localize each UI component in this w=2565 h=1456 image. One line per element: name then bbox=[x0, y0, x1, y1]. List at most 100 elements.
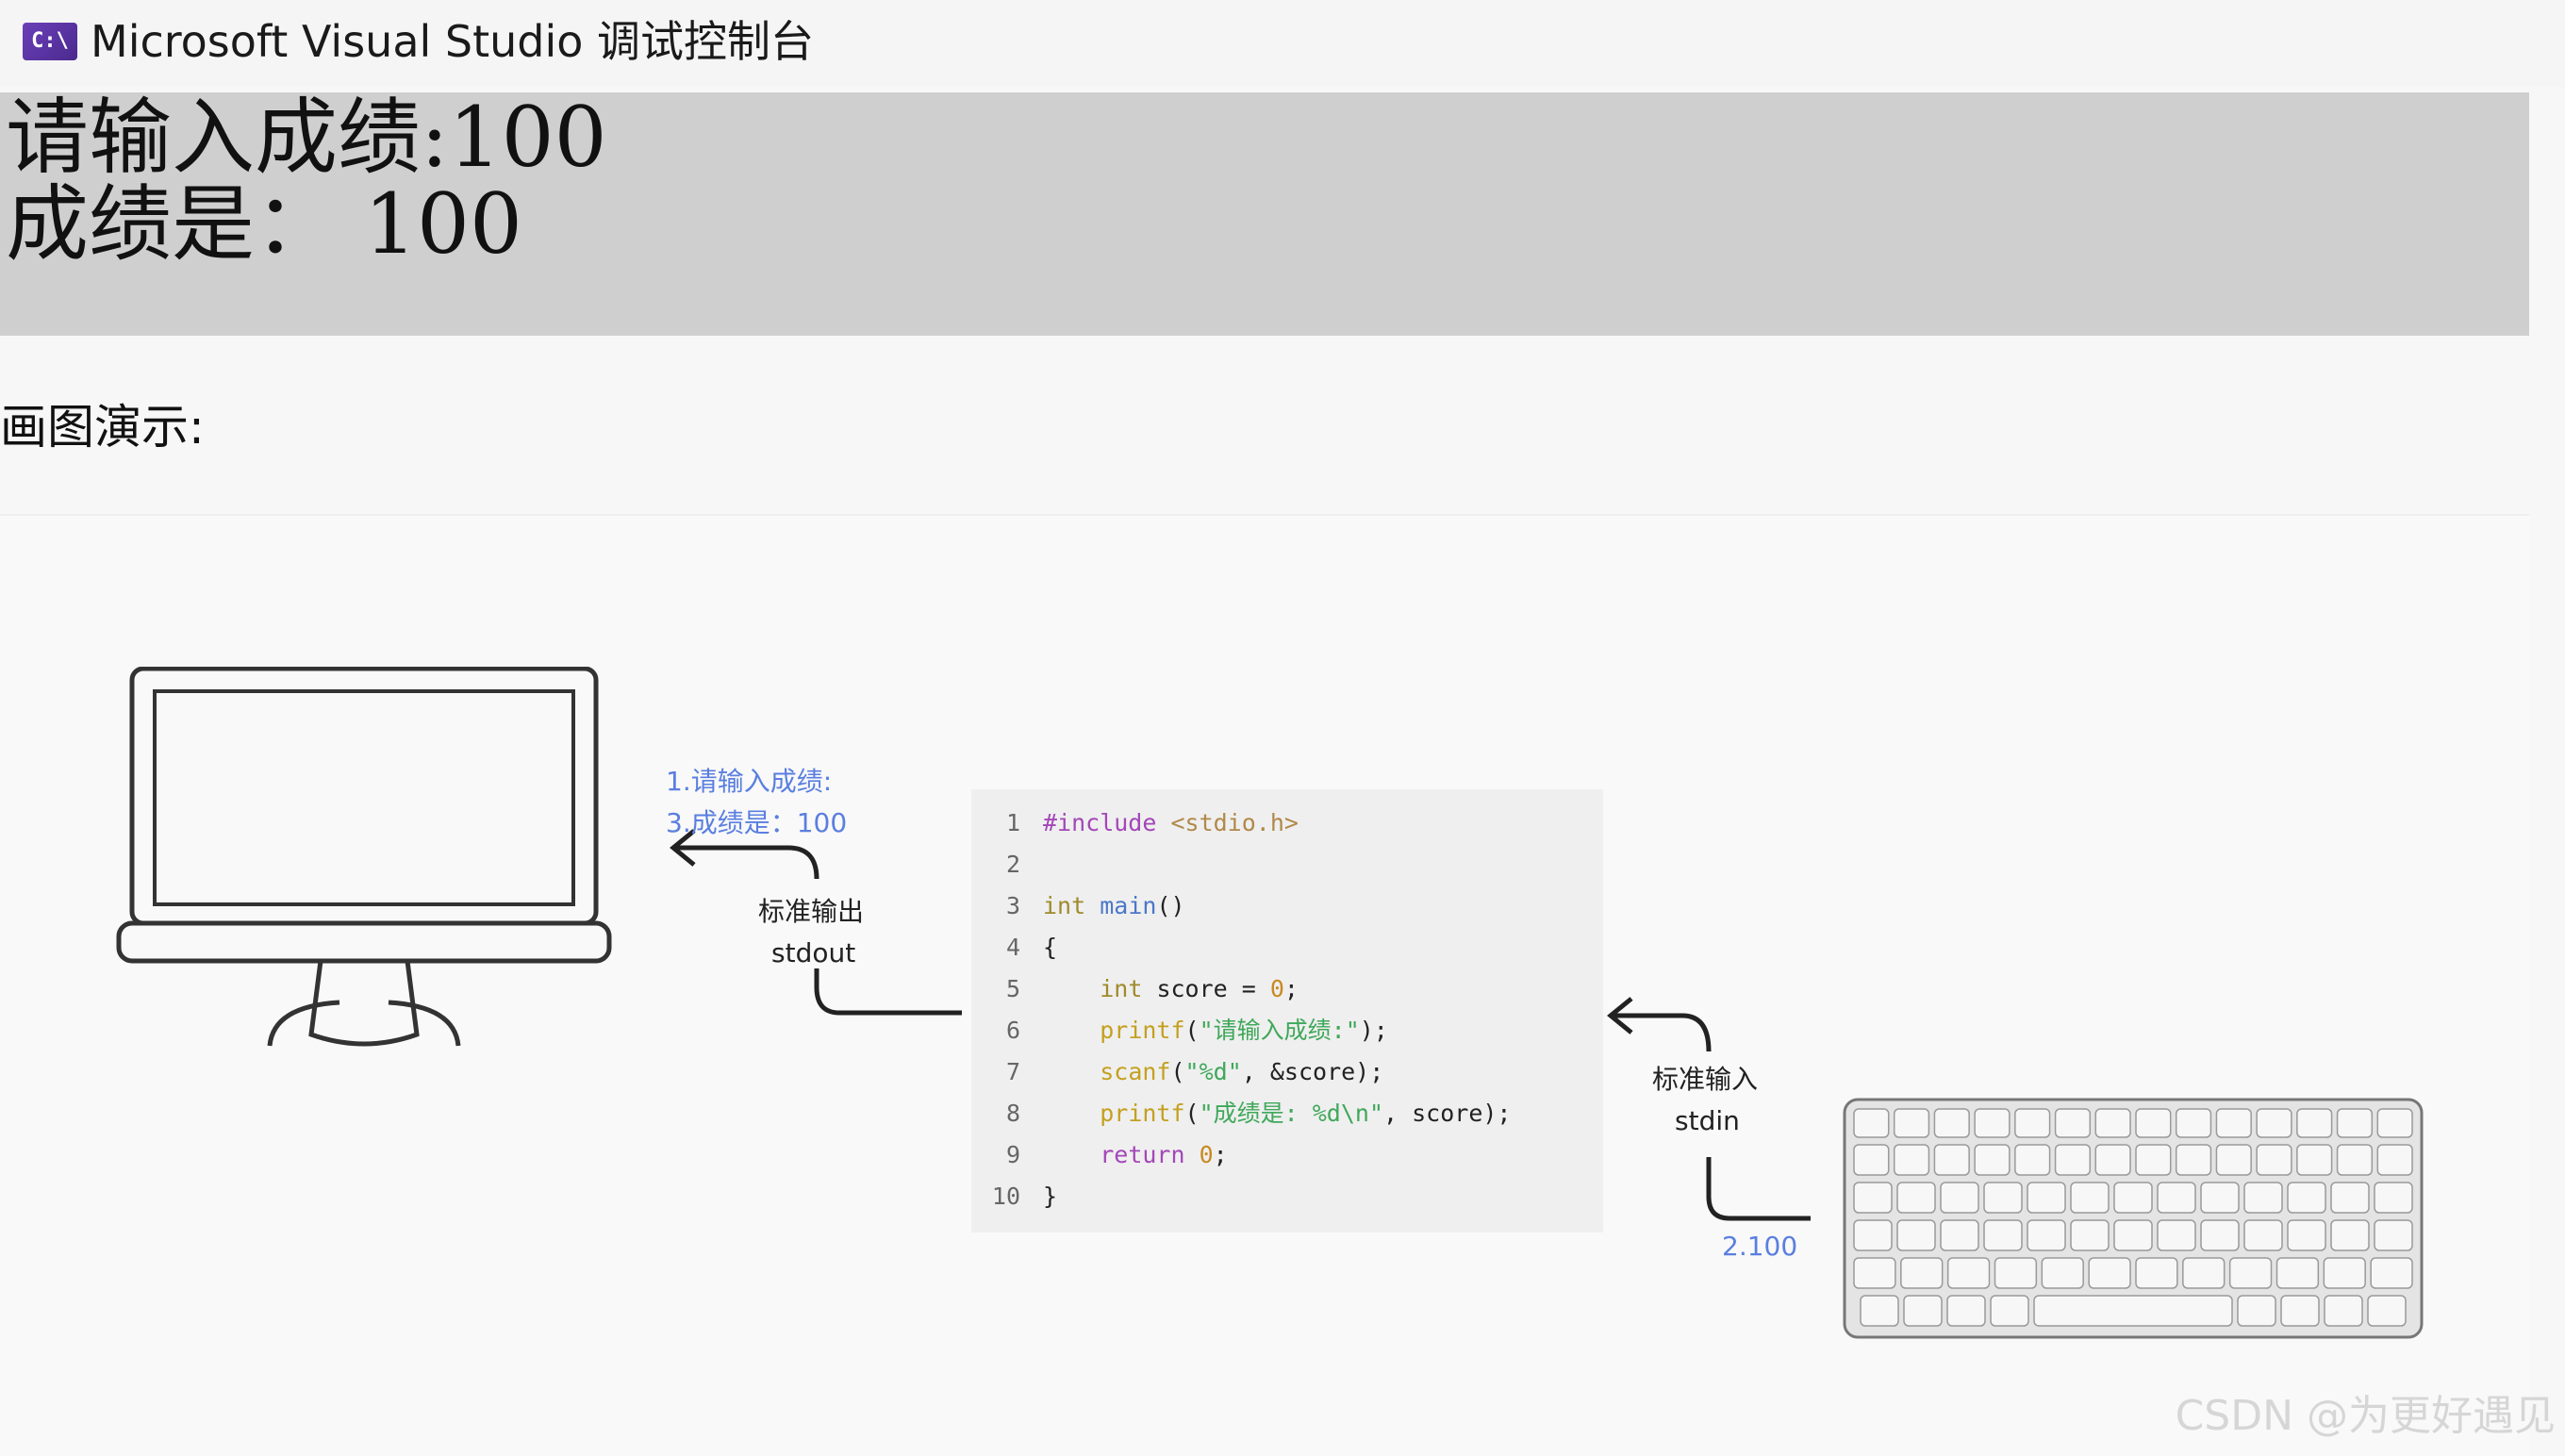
keyboard-key bbox=[1994, 1257, 2038, 1289]
line-number: 5 bbox=[1005, 975, 1020, 1002]
code-token: , score); bbox=[1383, 1100, 1512, 1127]
keyboard-key bbox=[2033, 1295, 2233, 1327]
keyboard-key bbox=[2182, 1257, 2226, 1289]
diagram-panel: 1.请输入成绩: 3.成绩是：100 标准输出 stdout 1#include… bbox=[0, 514, 2529, 1456]
keyboard-key bbox=[2243, 1182, 2283, 1214]
keyboard-key bbox=[2113, 1219, 2153, 1251]
stdout-arrow bbox=[814, 968, 962, 1016]
stdin-arrow bbox=[1706, 1157, 1811, 1221]
code-token: ); bbox=[1359, 1017, 1388, 1044]
keyboard-key bbox=[2228, 1257, 2273, 1289]
keyboard-key bbox=[1896, 1219, 1936, 1251]
keyboard-key bbox=[2374, 1219, 2413, 1251]
keyboard-key bbox=[2256, 1108, 2292, 1138]
code-token: ; bbox=[1283, 975, 1299, 1002]
keyboard-key bbox=[2054, 1144, 2092, 1176]
keyboard-key bbox=[1853, 1257, 1896, 1289]
code-token: "成绩是: %d\n" bbox=[1199, 1100, 1384, 1127]
keyboard-key bbox=[2157, 1219, 2196, 1251]
line-number: 10 bbox=[991, 1183, 1020, 1210]
code-token: 0 bbox=[1199, 1141, 1214, 1168]
console-line-2: 成绩是： 100 bbox=[6, 175, 522, 273]
title-bar: C:\ Microsoft Visual Studio 调试控制台 bbox=[0, 0, 2565, 87]
keyboard-key bbox=[2175, 1108, 2212, 1138]
code-token: printf bbox=[1100, 1017, 1185, 1044]
keyboard-key bbox=[1893, 1144, 1930, 1176]
code-token bbox=[1043, 1100, 1100, 1127]
stdout-cn-label: 标准输出 bbox=[758, 896, 865, 927]
keyboard-key bbox=[2175, 1144, 2212, 1176]
code-line: 4{ bbox=[971, 927, 1057, 968]
keyboard-key bbox=[2323, 1257, 2366, 1289]
keyboard-key bbox=[2054, 1108, 2092, 1138]
keyboard-key bbox=[2070, 1219, 2110, 1251]
keyboard-key bbox=[1896, 1182, 1936, 1214]
keyboard-key bbox=[2287, 1182, 2326, 1214]
keyboard-key bbox=[1983, 1219, 2023, 1251]
code-token: , &score); bbox=[1241, 1058, 1384, 1085]
keyboard-key bbox=[1983, 1182, 2023, 1214]
section-heading: 画图演示: bbox=[0, 400, 205, 455]
code-token: () bbox=[1156, 892, 1185, 919]
console-app-icon: C:\ bbox=[23, 23, 77, 60]
line-number: 8 bbox=[1005, 1100, 1020, 1127]
flow-arrows bbox=[670, 829, 1811, 1221]
keyboard-key bbox=[2336, 1108, 2374, 1138]
keyboard-key bbox=[2237, 1295, 2276, 1327]
keyboard-key bbox=[2296, 1108, 2333, 1138]
keyboard-key bbox=[2215, 1144, 2252, 1176]
keyboard-key bbox=[2280, 1295, 2320, 1327]
code-token: main bbox=[1100, 892, 1157, 919]
keyboard-key bbox=[2135, 1108, 2172, 1138]
keyboard-key bbox=[1853, 1219, 1893, 1251]
code-token: 0 bbox=[1269, 975, 1284, 1002]
keyboard-key bbox=[1933, 1144, 1970, 1176]
stdin-cn-label: 标准输入 bbox=[1652, 1064, 1759, 1095]
keyboard-key bbox=[2027, 1182, 2066, 1214]
line-number: 9 bbox=[1005, 1141, 1020, 1168]
code-token: ( bbox=[1170, 1058, 1185, 1085]
keyboard-key bbox=[1903, 1295, 1943, 1327]
window-title: Microsoft Visual Studio 调试控制台 bbox=[91, 16, 815, 67]
keyboard-key bbox=[2113, 1182, 2153, 1214]
stdin-label: stdin bbox=[1675, 1105, 1740, 1136]
keyboard-key bbox=[1946, 1257, 1991, 1289]
keyboard-key bbox=[1860, 1295, 1899, 1327]
keyboard-key bbox=[2135, 1144, 2172, 1176]
code-line: 10} bbox=[971, 1176, 1057, 1217]
keyboard-key bbox=[2275, 1257, 2320, 1289]
keyboard-key bbox=[2014, 1144, 2051, 1176]
code-token: printf bbox=[1100, 1100, 1185, 1127]
code-token: ; bbox=[1213, 1141, 1228, 1168]
code-token: <stdio.h> bbox=[1170, 809, 1299, 836]
code-token: int bbox=[1100, 975, 1157, 1002]
keyboard-key bbox=[1990, 1295, 2029, 1327]
keyboard-key bbox=[1974, 1108, 2011, 1138]
keyboard-key bbox=[1940, 1182, 1979, 1214]
code-line: 9 return 0; bbox=[971, 1134, 1228, 1176]
console-output[interactable]: 请输入成绩:100 成绩是： 100 bbox=[0, 92, 2529, 336]
code-token bbox=[1043, 1141, 1100, 1168]
keyboard-key bbox=[1900, 1257, 1944, 1289]
line-number: 6 bbox=[1005, 1017, 1020, 1044]
keyboard-key bbox=[2014, 1108, 2051, 1138]
line-number: 3 bbox=[1005, 892, 1020, 919]
code-token bbox=[1043, 1017, 1100, 1044]
keyboard-key bbox=[2376, 1144, 2413, 1176]
code-token: } bbox=[1043, 1183, 1058, 1210]
code-token: ( bbox=[1184, 1100, 1200, 1127]
keyboard-key bbox=[2200, 1182, 2240, 1214]
keyboard-key bbox=[2027, 1219, 2066, 1251]
line-number: 7 bbox=[1005, 1058, 1020, 1085]
csdn-watermark: CSDN @为更好遇见 bbox=[2175, 1392, 2556, 1440]
code-token: scanf bbox=[1100, 1058, 1171, 1085]
keyboard-key bbox=[2041, 1257, 2084, 1289]
keyboard-key bbox=[1974, 1144, 2011, 1176]
keyboard-key bbox=[1940, 1219, 1979, 1251]
code-token: score = bbox=[1156, 975, 1270, 1002]
code-token: #include bbox=[1043, 809, 1171, 836]
console-line-1: 请输入成绩:100 bbox=[6, 89, 607, 186]
